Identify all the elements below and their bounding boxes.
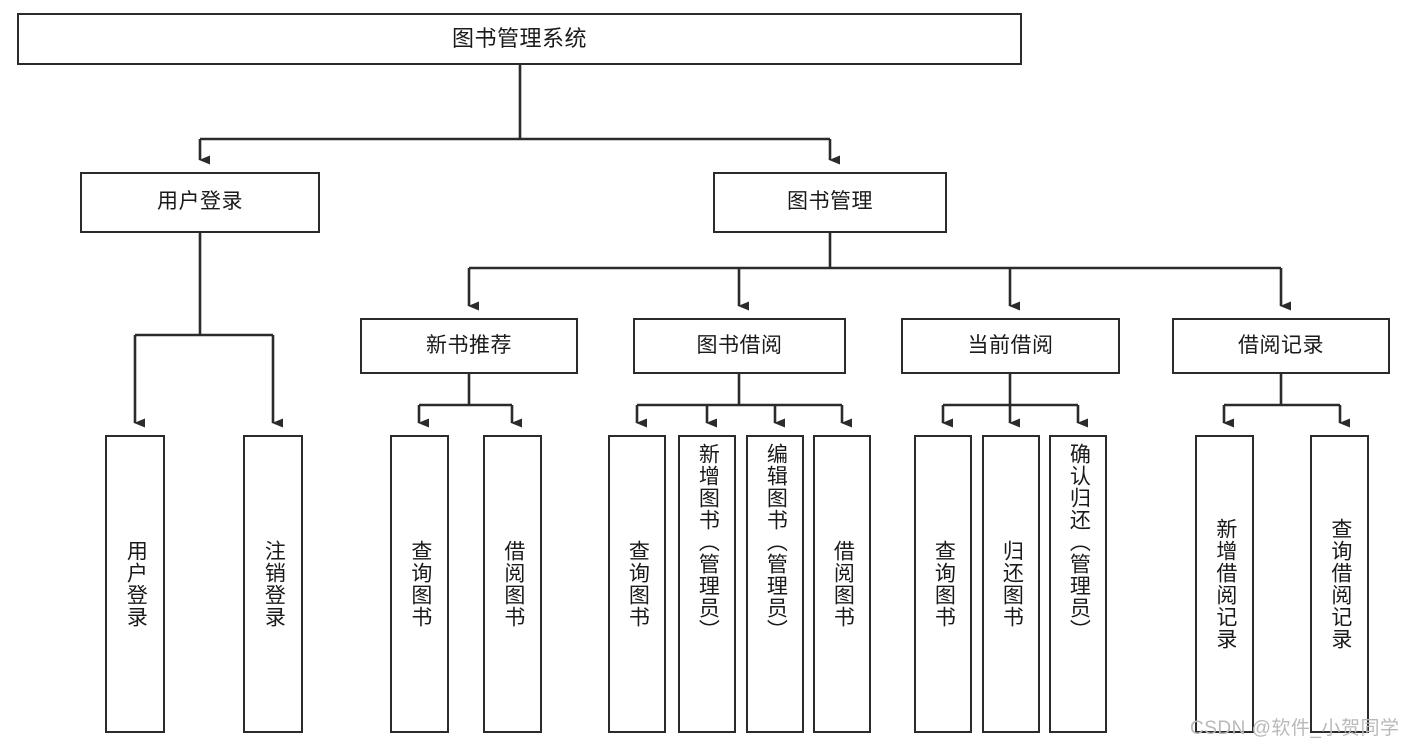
node-user-login[interactable]: 用户登录 <box>80 172 320 233</box>
leaf-recommend-query-book[interactable]: 查询图书 <box>390 435 449 733</box>
leaf-current-return-book[interactable]: 归还图书 <box>982 435 1040 733</box>
leaf-user-login-signout[interactable]: 注销登录 <box>243 435 303 733</box>
leaf-record-add-borrow-record[interactable]: 新增借阅记录 <box>1195 435 1254 733</box>
node-label: 查询图书 <box>932 540 956 628</box>
node-label: 用户登录 <box>157 190 243 214</box>
node-new-book-recommend[interactable]: 新书推荐 <box>360 318 578 374</box>
leaf-borrow-edit-book-admin[interactable]: 编辑图书（管理员） <box>746 435 804 733</box>
leaf-borrow-borrow-book[interactable]: 借阅图书 <box>813 435 871 733</box>
node-label: 图书借阅 <box>696 333 783 357</box>
node-label: 注销登录 <box>262 540 286 628</box>
node-label: 新增借阅记录 <box>1213 518 1237 650</box>
leaf-borrow-query-book[interactable]: 查询图书 <box>608 435 666 733</box>
leaf-recommend-borrow-book[interactable]: 借阅图书 <box>483 435 542 733</box>
node-label: 借阅图书 <box>501 540 525 628</box>
node-current-borrow[interactable]: 当前借阅 <box>901 318 1120 374</box>
leaf-current-confirm-return-admin[interactable]: 确认归还（管理员） <box>1049 435 1107 733</box>
node-book-borrow[interactable]: 图书借阅 <box>633 318 846 374</box>
node-label: 图书管理系统 <box>451 26 587 52</box>
node-borrow-record[interactable]: 借阅记录 <box>1172 318 1390 374</box>
node-label: 图书管理 <box>787 190 873 214</box>
node-label: 查询图书 <box>408 540 432 628</box>
leaf-current-query-book[interactable]: 查询图书 <box>914 435 972 733</box>
node-label: 新书推荐 <box>426 333 512 357</box>
node-label: 确认归还（管理员） <box>1067 443 1091 641</box>
node-label: 查询借阅记录 <box>1328 518 1352 650</box>
node-book-management[interactable]: 图书管理 <box>713 172 947 233</box>
node-label: 归还图书 <box>1000 540 1024 628</box>
node-label: 用户登录 <box>124 540 148 628</box>
node-label: 借阅记录 <box>1238 333 1324 357</box>
node-root-system[interactable]: 图书管理系统 <box>17 13 1022 65</box>
leaf-record-query-borrow-record[interactable]: 查询借阅记录 <box>1310 435 1369 733</box>
leaf-borrow-add-book-admin[interactable]: 新增图书（管理员） <box>678 435 736 733</box>
node-label: 新增图书（管理员） <box>696 443 720 641</box>
node-label: 借阅图书 <box>831 540 855 628</box>
node-label: 编辑图书（管理员） <box>764 443 788 641</box>
node-label: 当前借阅 <box>967 333 1054 357</box>
leaf-user-login-signin[interactable]: 用户登录 <box>105 435 165 733</box>
watermark-text: CSDN @软件_小贺同学 <box>1190 718 1400 739</box>
node-label: 查询图书 <box>626 540 650 628</box>
